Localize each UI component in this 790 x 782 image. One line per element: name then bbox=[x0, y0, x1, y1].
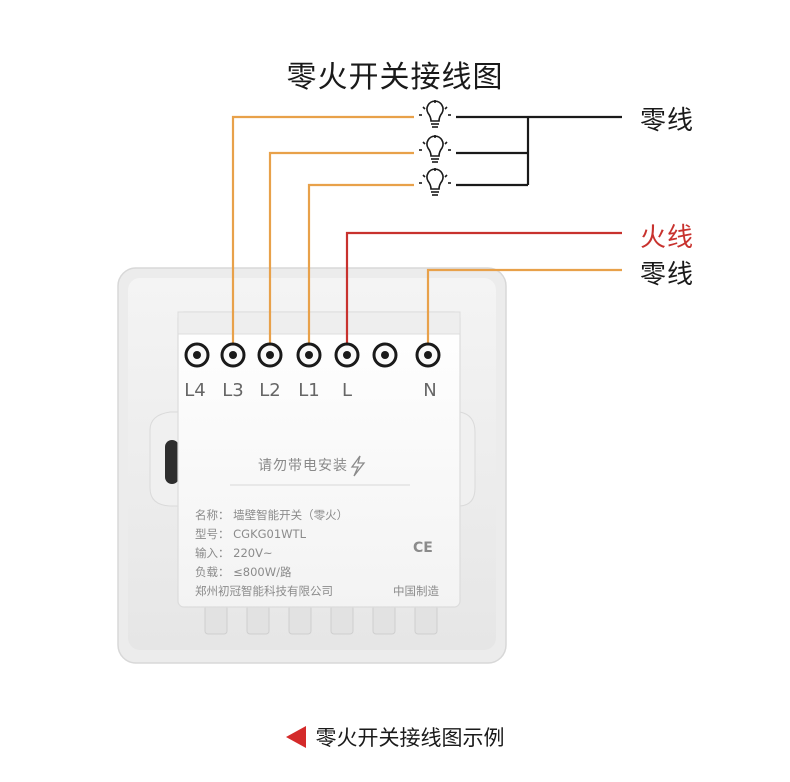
terminal-screw bbox=[334, 342, 360, 368]
orange-wire-l1 bbox=[307, 183, 414, 355]
terminal-screw bbox=[296, 342, 322, 368]
terminal-label: L4 bbox=[184, 380, 206, 401]
ce-mark: CE bbox=[413, 540, 433, 556]
panel-load: 负载： ≤800W/路 bbox=[195, 565, 292, 579]
terminal-label: L bbox=[341, 380, 353, 401]
live-label: 火线 bbox=[640, 223, 695, 253]
terminal-label: L3 bbox=[222, 380, 244, 401]
terminal-screw bbox=[184, 342, 210, 368]
orange-wire-l3 bbox=[231, 115, 414, 355]
panel-model: 型号： CGKG01WTL bbox=[195, 527, 306, 541]
bulb-icon bbox=[419, 168, 451, 196]
panel-warning: 请勿带电安装 bbox=[258, 458, 348, 474]
terminal-screw bbox=[220, 342, 246, 368]
terminal-screw bbox=[372, 342, 398, 368]
switch-module-body bbox=[177, 311, 461, 608]
terminal-label: L1 bbox=[298, 380, 320, 401]
bulb-icon bbox=[419, 100, 451, 128]
diagram-caption: 零火开关接线图示例 bbox=[0, 722, 790, 752]
orange-wire-neutral bbox=[426, 268, 622, 355]
terminal-screw bbox=[415, 342, 441, 368]
lightning-icon bbox=[350, 455, 366, 477]
panel-maker: 郑州初冠智能科技有限公司 bbox=[195, 584, 333, 598]
terminal-screws bbox=[184, 342, 441, 368]
red-wire-live bbox=[345, 231, 622, 355]
terminal-label: N bbox=[423, 380, 437, 401]
arrow-left-icon bbox=[285, 726, 306, 748]
neutral-label-bottom: 零线 bbox=[640, 260, 695, 290]
orange-wire-l2 bbox=[268, 151, 414, 355]
terminal-label: L2 bbox=[259, 380, 281, 401]
bulb-icon bbox=[419, 135, 451, 163]
panel-name: 名称： 墙壁智能开关（零火） bbox=[195, 508, 349, 522]
terminal-screw bbox=[257, 342, 283, 368]
bottom-clips bbox=[204, 603, 438, 635]
neutral-label-top: 零线 bbox=[640, 106, 695, 136]
panel-origin: 中国制造 bbox=[393, 584, 439, 598]
caption-text: 零火开关接线图示例 bbox=[315, 726, 505, 750]
diagram-title: 零火开关接线图 bbox=[286, 60, 504, 95]
bulbs bbox=[419, 100, 451, 196]
panel-input: 输入： 220V~ bbox=[195, 546, 273, 560]
wires bbox=[231, 115, 622, 355]
